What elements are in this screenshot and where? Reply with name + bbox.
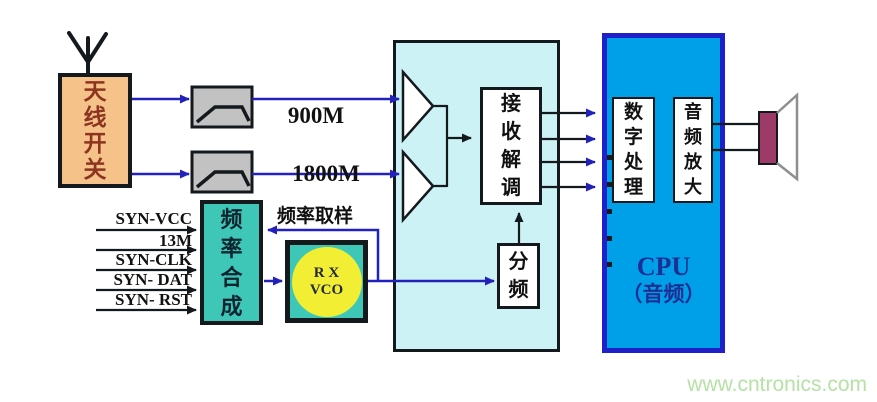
rx-vco-box: R X VCO [285, 240, 368, 323]
bandpass-filter-900-icon [190, 85, 254, 129]
antenna-icon [67, 31, 108, 75]
receive-demod-box: 接收解调 [480, 87, 542, 205]
syn-input-arrows [96, 225, 197, 315]
amplifier-1800-icon [401, 148, 435, 224]
amp-output-bracket [433, 104, 472, 188]
amplifier-900-icon [401, 68, 435, 144]
speaker-icon [758, 92, 799, 182]
syn-clk-label: SYN-CLK [115, 250, 192, 269]
syn-rst-label: SYN- RST [115, 290, 192, 309]
watermark-text: www.cntronics.com [687, 373, 867, 396]
digital-processing-box: 数字处理 [612, 97, 655, 203]
frequency-divider-box: 分频 [497, 243, 540, 309]
cpu-label: CPU （音频） [602, 253, 725, 307]
frequency-synth-box: 频率合成 [200, 200, 263, 325]
frequency-sampling-label: 频率取样 [276, 206, 353, 227]
audio-amplifier-box: 音频放大 [673, 97, 713, 203]
syn-vcc-label: SYN-VCC [115, 209, 193, 228]
bandpass-filter-1800-icon [190, 150, 254, 194]
signal-arrows [132, 94, 495, 286]
rx-vco-circle: R X VCO [291, 246, 362, 317]
band-1800m-label: 1800M [292, 161, 360, 186]
audio-output-lines [713, 122, 759, 152]
cpu-pin-dots [607, 155, 612, 267]
cpu-label-line2: （音频） [621, 282, 706, 306]
band-900m-label: 900M [287, 103, 345, 128]
syn-dat-label: SYN- DAT [113, 270, 192, 289]
rx-vco-line2: VCO [309, 281, 344, 298]
cpu-label-line1: CPU [636, 252, 691, 281]
demod-to-cpu-arrows [540, 108, 596, 192]
rx-vco-line1: R X [313, 264, 340, 281]
syn-13m-label: 13M [158, 231, 192, 250]
antenna-switch-box: 天线开关 [58, 73, 132, 188]
